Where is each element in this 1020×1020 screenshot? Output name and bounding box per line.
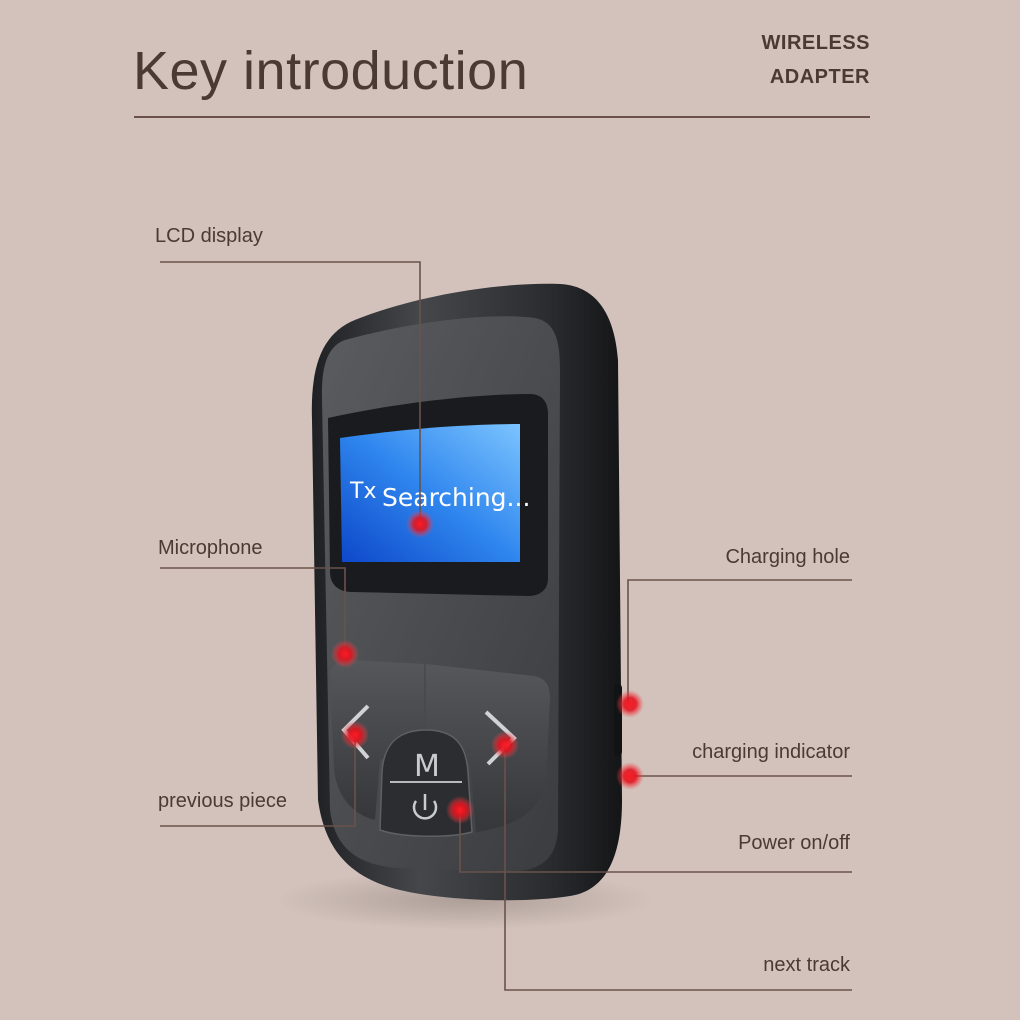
markers (331, 510, 644, 824)
marker-microphone (331, 640, 359, 668)
product-type: WIRELESS ADAPTER (762, 26, 870, 94)
callout-charging-hole: Charging hole (725, 546, 850, 568)
callout-line-next (504, 745, 852, 991)
marker-charging-hole (616, 690, 644, 718)
callout-line-power (459, 810, 852, 873)
lcd-screen (340, 424, 520, 562)
product-type-line2: ADAPTER (769, 66, 870, 88)
callout-previous-piece: previous piece (158, 790, 287, 812)
marker-lcd (406, 510, 434, 538)
callout-lcd-display: LCD display (155, 225, 263, 247)
screen-mode-text: Tx (349, 479, 376, 504)
header-divider (134, 116, 870, 118)
screen-status-text: Searching... (382, 483, 530, 512)
callout-power: Power on/off (738, 832, 850, 854)
callout-microphone: Microphone (158, 537, 263, 559)
next-button (426, 664, 550, 832)
callout-line-charging-hole (627, 579, 852, 704)
marker-charging-indicator (616, 762, 644, 790)
callout-line-microphone (160, 567, 346, 652)
mode-button-label: M (414, 749, 440, 784)
callout-next-track: next track (763, 954, 850, 976)
product-type-line1: WIRELESS (761, 32, 870, 54)
previous-button (330, 660, 424, 820)
power-icon (412, 794, 438, 820)
callout-charging-indicator: charging indicator (692, 741, 850, 763)
marker-power (446, 796, 474, 824)
page-title: Key introduction (133, 41, 529, 101)
marker-next (491, 731, 519, 759)
callout-line-lcd (160, 261, 421, 524)
marker-previous (341, 721, 369, 749)
callout-line-previous (160, 735, 356, 827)
